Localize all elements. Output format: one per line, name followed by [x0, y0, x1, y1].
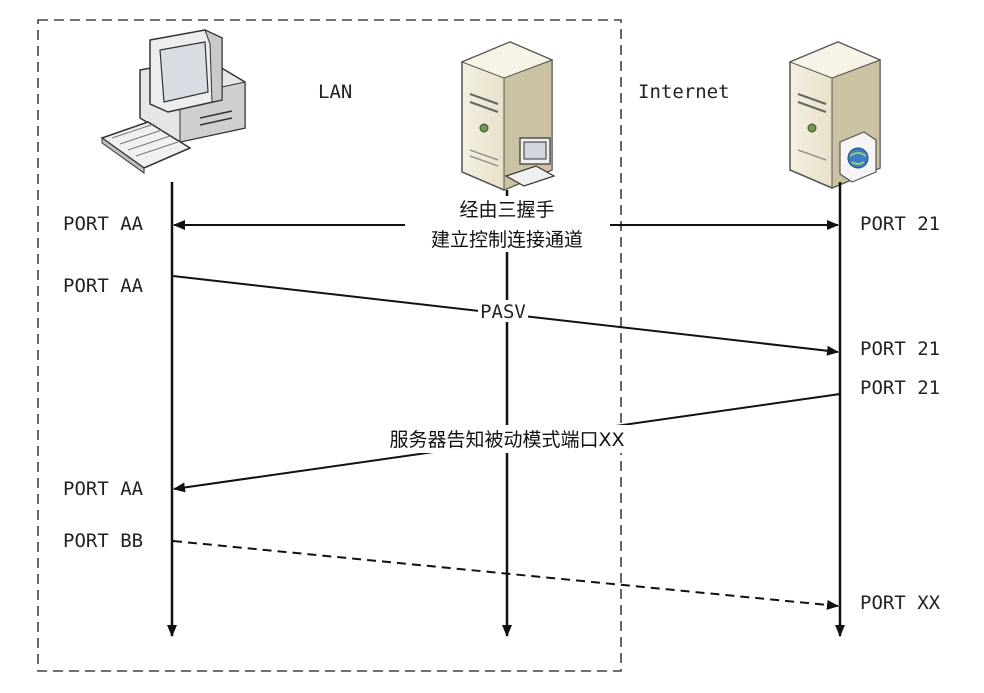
server-port-label: PORT 21 [860, 213, 940, 235]
client-port-label: PORT AA [63, 275, 144, 297]
client-port-label: PORT AA [63, 213, 144, 235]
passive-reply-label: 服务器告知被动模式端口XX [389, 429, 624, 451]
client-port-label: PORT BB [63, 530, 143, 552]
lan-boundary [37, 19, 622, 672]
pasv-label-bg [478, 300, 528, 322]
server-port-label: PORT 21 [860, 377, 940, 399]
passive-reply-label-bg [362, 425, 652, 453]
handshake-label-line2: 建立控制连接通道 [431, 229, 583, 251]
lan-label: LAN [318, 81, 352, 103]
handshake-label-bg [405, 196, 610, 252]
data-connection-arrow [172, 540, 839, 610]
web-server-icon [788, 41, 882, 189]
desktop-computer-icon [100, 29, 246, 174]
server-with-workstation-icon [460, 41, 556, 191]
server-port-label: PORT XX [860, 592, 941, 614]
pasv-label: PASV [480, 301, 526, 323]
server-port-label: PORT 21 [860, 338, 940, 360]
client-port-label: PORT AA [63, 478, 144, 500]
internet-label: Internet [638, 81, 730, 103]
handshake-label-line1: 经由三握手 [459, 199, 554, 221]
